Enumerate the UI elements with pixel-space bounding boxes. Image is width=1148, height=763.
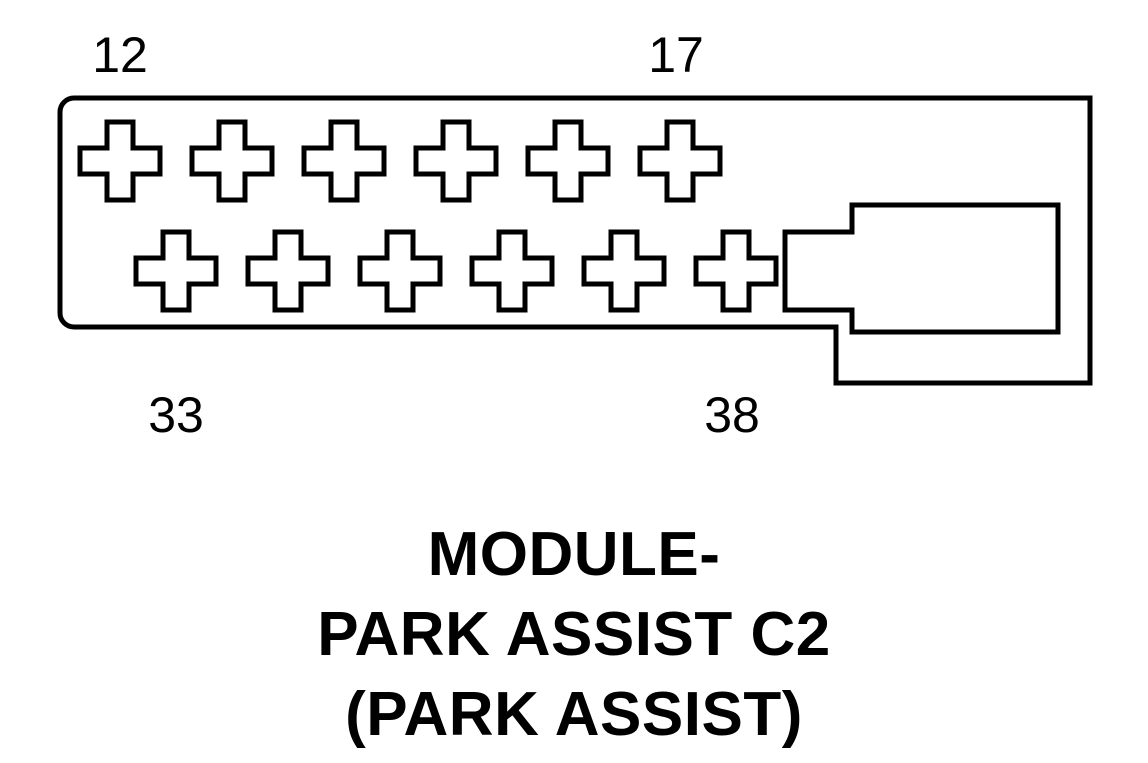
connector-figure: 12 17 33 38 — [57, 27, 1093, 443]
pin-cavity-cross — [469, 229, 555, 313]
keyway-plug-outline — [782, 202, 1061, 335]
connector-body-outline — [57, 95, 1093, 386]
bottom-right-pin-number: 38 — [704, 387, 760, 443]
pin-row-top — [77, 119, 723, 203]
pin-cavity-cross — [245, 229, 331, 313]
pin-cavity-cross — [77, 119, 163, 203]
caption-line-3: (PARK ASSIST) — [345, 680, 803, 749]
pin-cavity-cross — [525, 119, 611, 203]
pin-cavity-cross — [133, 229, 219, 313]
pin-cavity-cross — [413, 119, 499, 203]
connector-caption: MODULE- PARK ASSIST C2 (PARK ASSIST) — [0, 515, 1148, 755]
pin-cavity-cross — [581, 229, 667, 313]
pin-cavity-cross — [357, 229, 443, 313]
pin-cavity-cross — [637, 119, 723, 203]
pin-cavity-cross — [189, 119, 275, 203]
pin-row-bottom — [133, 229, 779, 313]
top-left-pin-number: 12 — [92, 27, 148, 83]
pin-cavity-cross — [301, 119, 387, 203]
bottom-left-pin-number: 33 — [148, 387, 204, 443]
caption-line-1: MODULE- — [427, 520, 721, 589]
top-right-pin-number: 17 — [648, 27, 704, 83]
caption-line-2: PARK ASSIST C2 — [317, 600, 831, 669]
pin-cavity-cross — [693, 229, 779, 313]
